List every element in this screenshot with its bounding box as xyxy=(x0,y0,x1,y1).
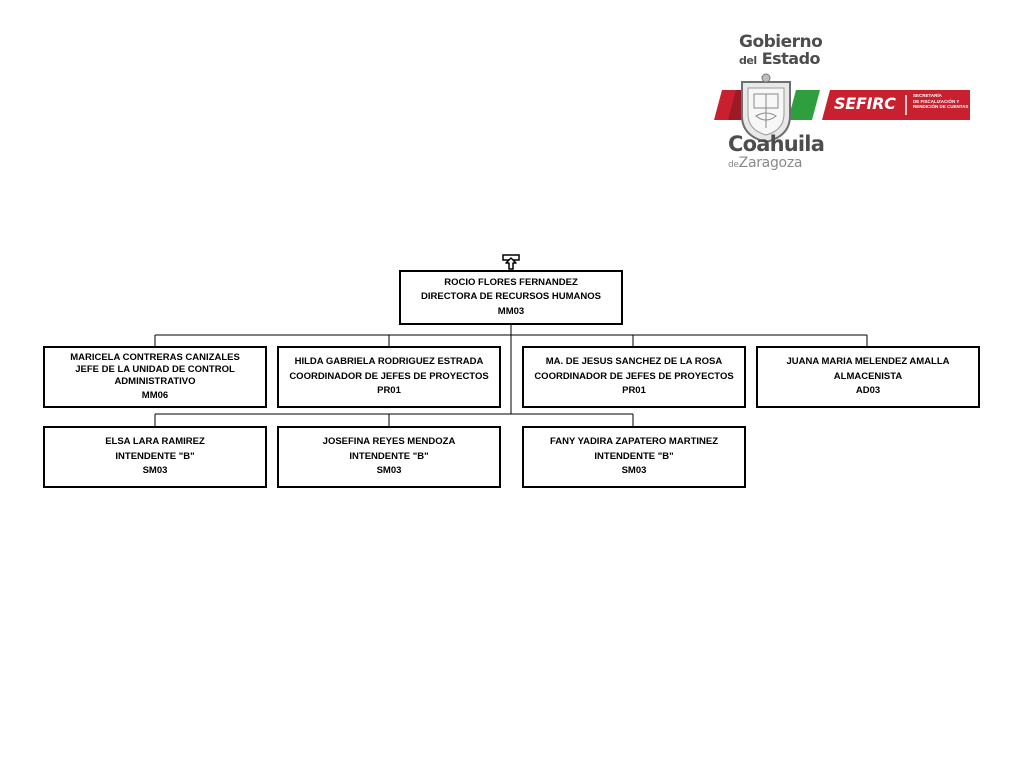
node-title: COORDINADOR DE JEFES DE PROYECTOS xyxy=(289,370,489,382)
gobierno-coahuila-logo: Gobierno del Estado SEFIRC SECRETARÍA DE… xyxy=(712,30,982,180)
node-title: INTENDENTE "B" xyxy=(594,450,674,462)
node-code: MM03 xyxy=(497,305,525,317)
node-name: HILDA GABRIELA RODRIGUEZ ESTRADA xyxy=(294,356,484,368)
node-name: MARICELA CONTRERAS CANIZALES xyxy=(70,352,240,363)
org-node-level2-2: JOSEFINA REYES MENDOZA INTENDENTE "B" SM… xyxy=(277,426,501,488)
node-title: INTENDENTE "B" xyxy=(115,450,195,462)
node-code: SM03 xyxy=(376,465,402,477)
node-title: ALMACENISTA xyxy=(833,370,903,382)
node-title: JEFE DE LA UNIDAD DE CONTROL ADMINISTRAT… xyxy=(75,364,235,387)
node-code: SM03 xyxy=(142,465,168,477)
logo-del-estado-text: del Estado xyxy=(739,49,821,68)
org-node-level1-3: MA. DE JESUS SANCHEZ DE LA ROSA COORDINA… xyxy=(522,346,746,408)
org-node-level1-2: HILDA GABRIELA RODRIGUEZ ESTRADA COORDIN… xyxy=(277,346,501,408)
node-name: JUANA MARIA MELENDEZ AMALLA xyxy=(786,356,950,368)
org-node-level1-1: MARICELA CONTRERAS CANIZALES JEFE DE LA … xyxy=(43,346,267,408)
sefirc-badge xyxy=(822,90,970,120)
node-name: ELSA LARA RAMIREZ xyxy=(105,436,205,448)
node-name: ROCIO FLORES FERNANDEZ xyxy=(444,276,578,288)
node-title: DIRECTORA DE RECURSOS HUMANOS xyxy=(421,291,601,303)
sefirc-label: SEFIRC xyxy=(834,94,896,113)
node-code: SM03 xyxy=(621,465,647,477)
node-code: AD03 xyxy=(855,385,881,397)
org-node-level1-4: JUANA MARIA MELENDEZ AMALLA ALMACENISTA … xyxy=(756,346,980,408)
logo-color-band xyxy=(714,90,820,120)
logo-coahuila-text: Coahuila xyxy=(728,132,825,156)
node-name: JOSEFINA REYES MENDOZA xyxy=(322,436,456,448)
coat-of-arms-seal xyxy=(741,73,791,144)
node-title: COORDINADOR DE JEFES DE PROYECTOS xyxy=(534,370,734,382)
logo-gobierno-text: Gobierno xyxy=(739,32,823,52)
node-name: FANY YADIRA ZAPATERO MARTINEZ xyxy=(549,436,719,448)
logo-zaragoza-text: deZaragoza xyxy=(728,155,803,171)
node-code: PR01 xyxy=(622,385,646,397)
node-name: MA. DE JESUS SANCHEZ DE LA ROSA xyxy=(545,356,723,368)
org-node-level2-3: FANY YADIRA ZAPATERO MARTINEZ INTENDENTE… xyxy=(522,426,746,488)
node-code: MM06 xyxy=(141,390,169,401)
org-node-level2-1: ELSA LARA RAMIREZ INTENDENTE "B" SM03 xyxy=(43,426,267,488)
org-node-director: ROCIO FLORES FERNANDEZ DIRECTORA DE RECU… xyxy=(399,270,623,325)
node-title: INTENDENTE "B" xyxy=(349,450,429,462)
upload-arrow-icon xyxy=(502,254,520,270)
sefirc-subtitle: SECRETARÍA DE FISCALIZACIÓN Y RENDICIÓN … xyxy=(913,93,969,109)
node-code: PR01 xyxy=(377,385,401,397)
